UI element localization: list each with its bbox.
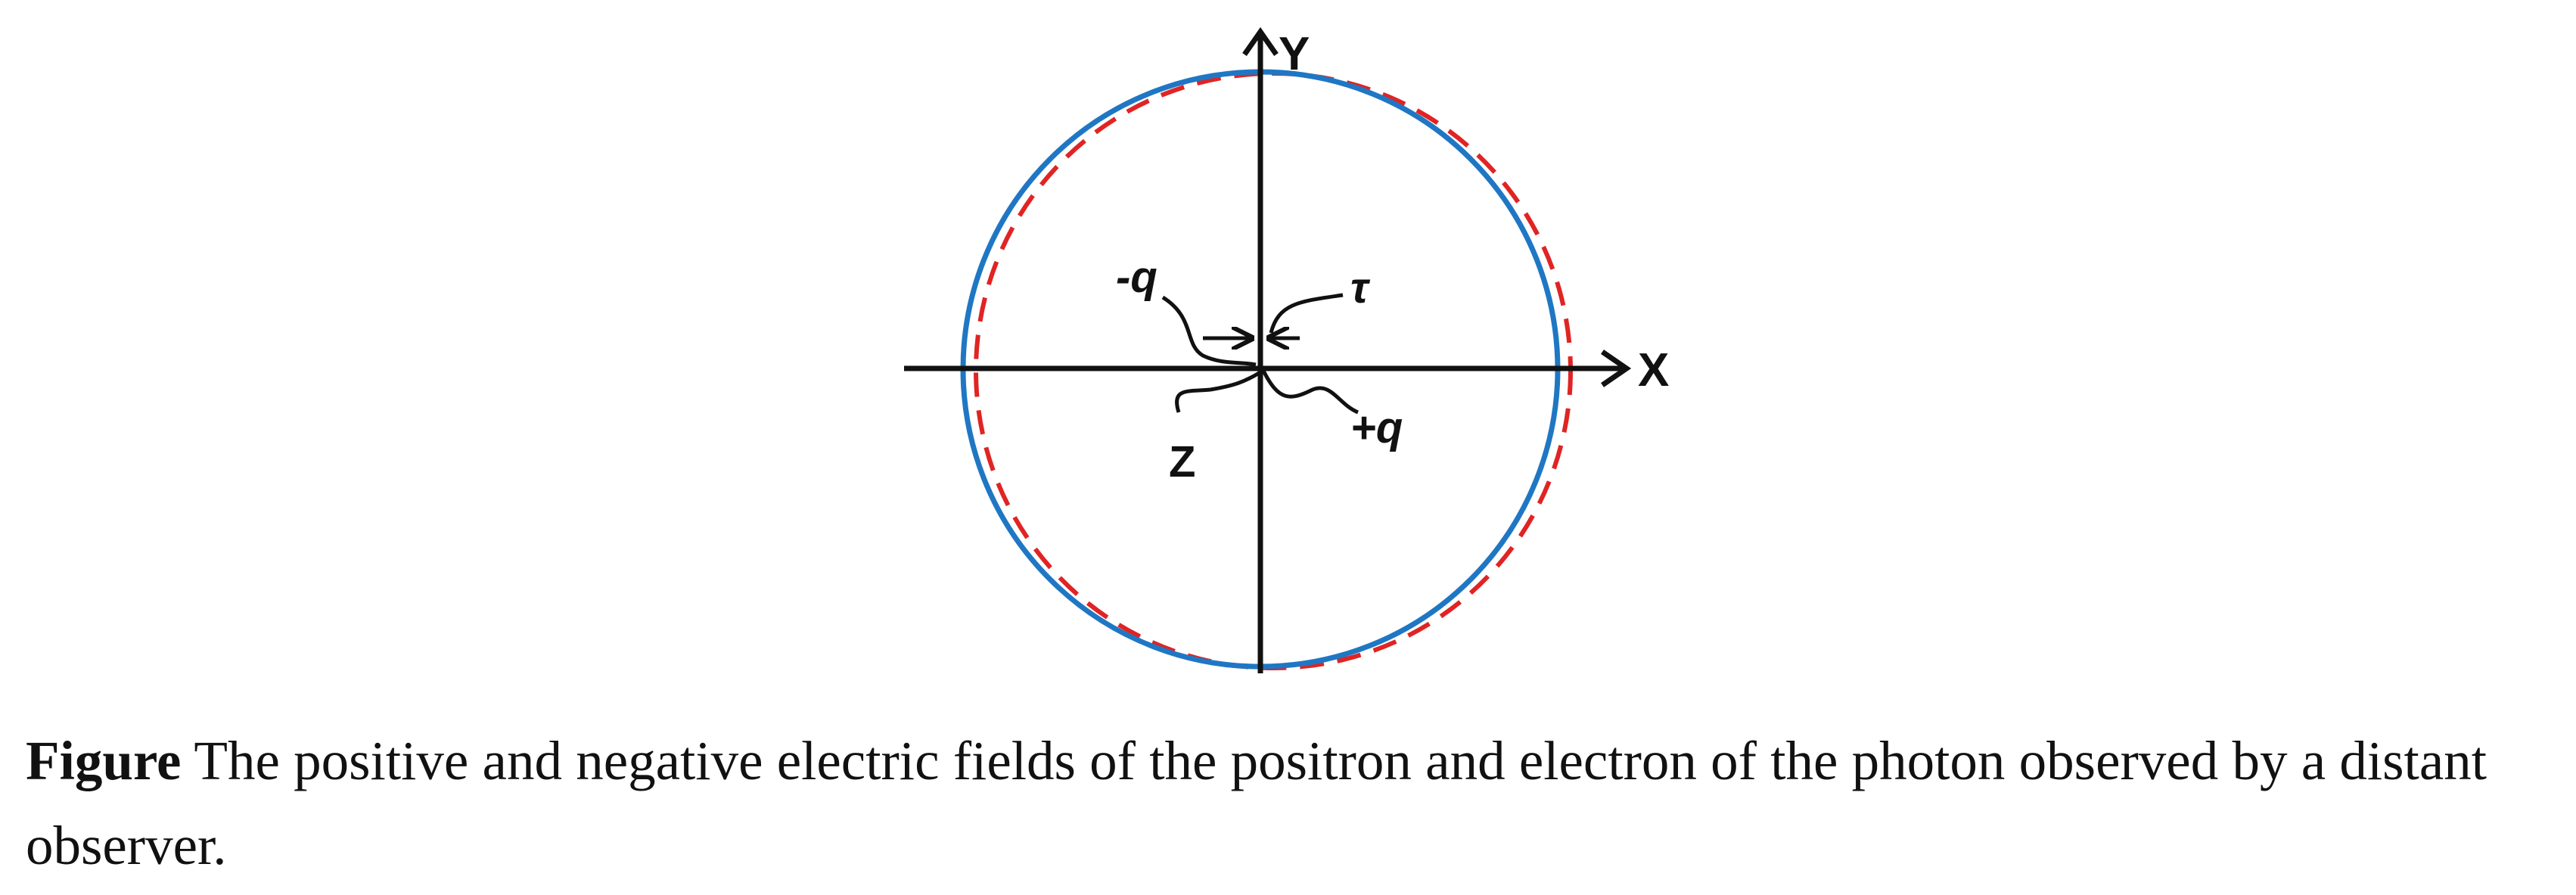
- caption-head: Figure: [26, 730, 182, 791]
- x-axis-label: X: [1638, 344, 1669, 396]
- minus-q-leader: [1161, 295, 1257, 367]
- figure-caption: Figure The positive and negative electri…: [26, 719, 2553, 888]
- plus-q-label: +q: [1350, 403, 1403, 452]
- tau-label: τ: [1350, 263, 1371, 312]
- z-label: Z: [1169, 437, 1195, 486]
- x-axis-arrowhead: [1601, 350, 1632, 387]
- y-axis-label: Y: [1279, 28, 1310, 80]
- plus-q-leader: [1261, 369, 1359, 415]
- z-leader: [1175, 370, 1262, 413]
- tau-leader: [1269, 293, 1344, 334]
- caption-text: The positive and negative electric field…: [26, 730, 2487, 876]
- minus-q-label: -q: [1116, 253, 1157, 302]
- field-diagram: X Y -q τ +q Z: [904, 26, 1669, 673]
- y-axis-arrowhead: [1242, 26, 1279, 57]
